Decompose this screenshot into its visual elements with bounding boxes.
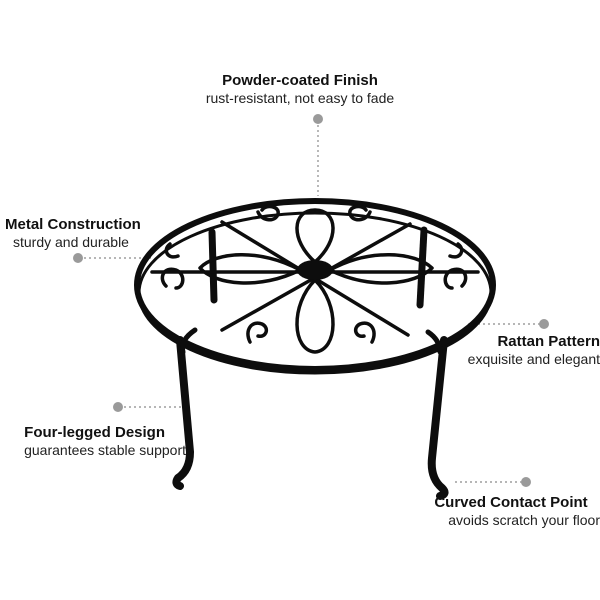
leader-dot-legs — [113, 402, 123, 412]
callout-subtitle: exquisite and elegant — [467, 351, 600, 367]
leader-dot-contact — [521, 477, 531, 487]
callout-title: Powder-coated Finish — [222, 72, 378, 89]
callout-title: Metal Construction — [5, 216, 141, 233]
top-ring-inner — [137, 211, 493, 375]
top-ring — [134, 198, 496, 372]
plant-stand — [134, 198, 496, 500]
back-leg-left — [208, 228, 218, 304]
rattan-pattern — [160, 204, 468, 354]
callout-rattan-pattern: Rattan Pattern exquisite and elegant — [468, 333, 600, 367]
callout-subtitle: avoids scratch your floor — [448, 512, 600, 528]
callout-subtitle: sturdy and durable — [13, 234, 129, 250]
leader-dot-rattan — [539, 319, 549, 329]
leader-dot-metal — [73, 253, 83, 263]
leader-dot-finish — [313, 114, 323, 124]
callout-subtitle: guarantees stable support — [24, 442, 186, 458]
front-leg-left — [172, 336, 194, 490]
callout-four-legged: Four-legged Design guarantees stable sup… — [0, 424, 186, 458]
callout-leaders — [73, 114, 549, 487]
callout-powder-coated: Powder-coated Finish rust-resistant, not… — [0, 72, 600, 106]
callout-title: Rattan Pattern — [497, 333, 600, 350]
callout-title: Four-legged Design — [24, 424, 165, 441]
callout-metal-construction: Metal Construction sturdy and durable — [5, 216, 141, 250]
center-boss — [297, 260, 333, 280]
bracket-left — [180, 327, 198, 355]
callout-title: Curved Contact Point — [434, 494, 588, 511]
front-leg-right — [427, 336, 449, 500]
back-leg-right — [416, 226, 428, 309]
callout-subtitle: rust-resistant, not easy to fade — [205, 90, 395, 106]
callout-curved-contact: Curved Contact Point avoids scratch your… — [422, 494, 600, 528]
bracket-right — [425, 329, 443, 355]
